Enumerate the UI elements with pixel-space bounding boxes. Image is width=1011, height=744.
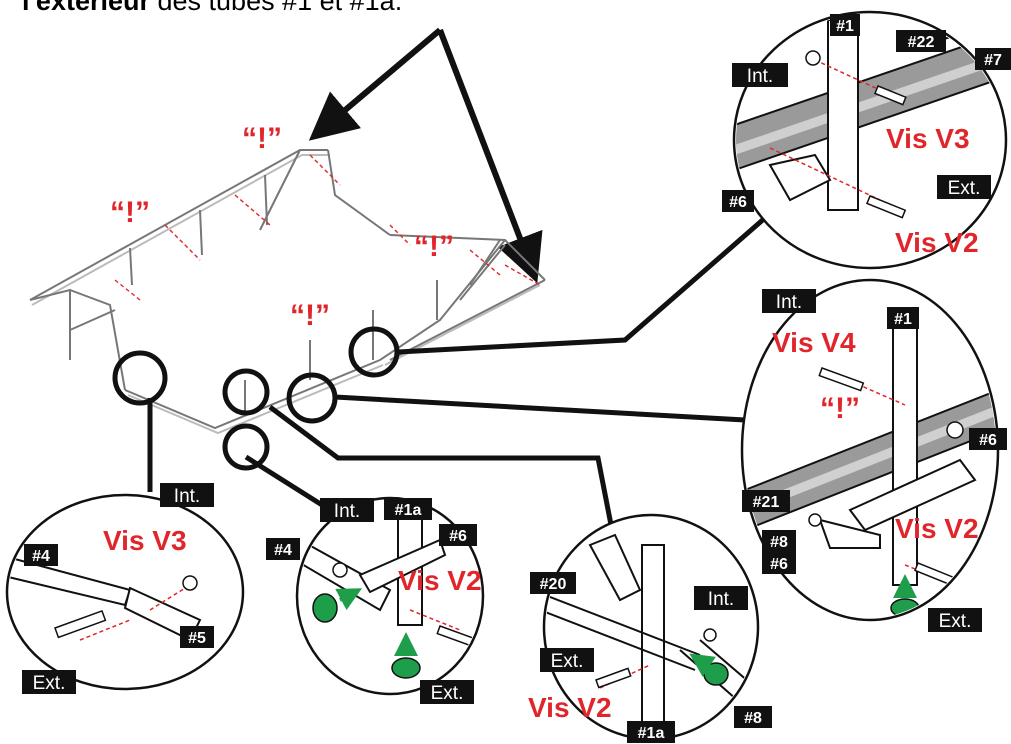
instruction-text: l'extérieur des tubes #1 et #1a. [22,0,402,17]
tag-6: #6 [729,194,747,211]
tag-4: #4 [32,548,50,565]
screw-v2-label: Vis V2 [895,227,979,258]
detail-bottom-left: Int. #4 #5 Ext. Vis V3 [5,483,245,694]
detail-bottom-center: Int. #1a #4 #6 Ext. Vis V2 [266,496,485,704]
tag-7: #7 [984,52,1002,69]
circle-bottom-left [112,350,168,406]
tag-21: #21 [753,494,780,511]
instruction-rest: des tubes #1 et #1a. [150,0,403,16]
callout-arrows [308,27,543,284]
circle-bottom-center [222,423,270,471]
label-int: Int. [747,66,773,87]
detail-mid-right: Int. #1 #6 #21 #8 #6 Ext. Vis V4 Vis V2 … [740,278,1007,632]
label-int: Int. [708,589,734,610]
detail-circles [112,326,400,471]
frame-overview [29,149,546,435]
tag-8: #8 [744,710,762,727]
detail-top-right: #1 #22 #7 #6 Int. Ext. Vis V3 Vis V2 [722,10,1011,270]
overview-mark-3: “!” [414,230,454,263]
tag-8: #8 [770,534,788,551]
label-ext: Ext. [948,178,981,199]
overview-mark-4: “!” [290,299,330,332]
tag-6b: #6 [770,556,788,573]
overview-mark-2: “!” [110,196,150,229]
overview-red-guides [114,154,541,301]
tag-1a: #1a [395,502,422,519]
tag-5: #5 [188,630,206,647]
circle-mid-right [286,372,338,424]
circle-bottom-mid [222,368,270,416]
leader-lines [147,216,767,531]
screw-v3-label: Vis V3 [103,525,187,556]
warning-mark: “!” [820,392,860,425]
label-int: Int. [776,292,802,313]
screw-v2-label: Vis V2 [895,513,979,544]
tag-1a: #1a [638,725,665,742]
screw-v4-label: Vis V4 [772,327,856,358]
label-ext: Ext. [939,611,972,632]
tag-6: #6 [979,432,997,449]
tag-1: #1 [894,311,912,328]
circle-top-right [348,326,400,378]
tag-4: #4 [274,542,292,559]
label-ext: Ext. [431,683,464,704]
screw-v2-label: Vis V2 [398,565,482,596]
overview-mark-1: “!” [242,122,282,155]
label-ext: Ext. [551,651,584,672]
tag-1: #1 [836,18,854,35]
tag-22: #22 [908,34,935,51]
tag-20: #20 [540,576,567,593]
tag-6: #6 [449,528,467,545]
screw-v3-label: Vis V3 [886,123,970,154]
instruction-bold: l'extérieur [22,0,150,16]
detail-bottom-mid: #20 Int. Ext. #1a #8 Vis V2 [528,513,772,743]
label-int: Int. [334,501,360,522]
screw-v2-label: Vis V2 [528,692,612,723]
label-ext: Ext. [33,673,66,694]
label-int: Int. [174,486,200,507]
